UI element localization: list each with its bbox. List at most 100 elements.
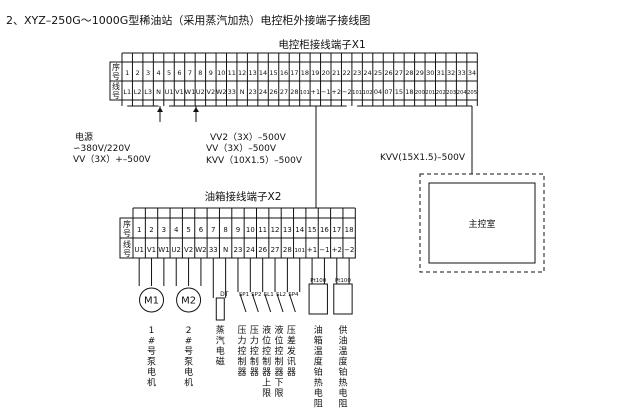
x1-seq-cell: 1 bbox=[125, 69, 129, 77]
label-dt: 蒸汽电磁 bbox=[216, 324, 225, 368]
x2-row-label-wire-2: 号 bbox=[123, 249, 131, 258]
x1-wire-cell: −1 bbox=[321, 88, 331, 96]
rtd-oil-tank-label: Pt100 bbox=[310, 278, 326, 284]
arrow-power bbox=[157, 107, 163, 112]
x1-seq-cell: 13 bbox=[248, 69, 256, 77]
x2-wire-cell: +2 bbox=[332, 246, 342, 254]
steam-valve-label: DT bbox=[220, 291, 229, 298]
x1-wire-cell: 202 bbox=[436, 90, 446, 96]
x1-wire-cell: 15 bbox=[395, 88, 403, 96]
x2-wire-cell: U2 bbox=[171, 246, 181, 254]
x1-wire-cell: 204 bbox=[457, 90, 468, 96]
x1-seq-cell: 18 bbox=[301, 69, 309, 77]
x2-seq-cell: 2 bbox=[149, 226, 153, 234]
x1-seq-cell: 12 bbox=[238, 69, 246, 77]
x1-wire-cell: V1 bbox=[175, 88, 184, 96]
x1-seq-cell: 3 bbox=[146, 69, 150, 77]
x1-wire-cell: 203 bbox=[446, 90, 456, 96]
motor-m2-symbol bbox=[176, 287, 202, 313]
x2-title: 油箱接线端子X2 bbox=[205, 190, 282, 203]
x1-wire-cell: 27 bbox=[280, 88, 288, 96]
switch-label-sp4: SP4 bbox=[288, 292, 299, 298]
x1-wire-cell: 101 bbox=[300, 90, 310, 96]
x2-wire-cell: 101 bbox=[294, 248, 305, 254]
switch-label-sl2: SL2 bbox=[276, 292, 286, 298]
x2-wire-cell: 26 bbox=[258, 246, 267, 254]
x2-wire-cell: 28 bbox=[283, 246, 292, 254]
x1-seq-cell: 16 bbox=[280, 69, 288, 77]
x1-seq-cell: 31 bbox=[437, 69, 445, 77]
x2-wire-cell: 23 bbox=[234, 246, 243, 254]
x1-title: 电控柜接线端子X1 bbox=[278, 38, 365, 51]
x1-wire-cell: 23 bbox=[248, 88, 256, 96]
label-pt2: 供油温度铂热电阻 bbox=[338, 324, 347, 410]
x1-seq-cell: 7 bbox=[188, 69, 192, 77]
switch-contact bbox=[239, 293, 247, 313]
x2-wire-cell: V2 bbox=[184, 246, 193, 254]
x2-wire-cell: 27 bbox=[271, 246, 280, 254]
x1-row-label-wire-2: 号 bbox=[112, 91, 120, 100]
cable-note-3: KVV（10X1.5）–500V bbox=[206, 155, 303, 166]
x1-seq-cell: 6 bbox=[177, 69, 181, 77]
switch-contact bbox=[264, 293, 272, 313]
x2-wire-cell: 33 bbox=[209, 246, 218, 254]
x2-seq-cell: 12 bbox=[271, 226, 280, 234]
x2-seq-cell: 4 bbox=[174, 226, 179, 234]
motor-m1-label: M1 bbox=[144, 296, 159, 307]
x2-seq-cell: 3 bbox=[162, 226, 166, 234]
x1-seq-cell: 27 bbox=[395, 69, 403, 77]
x2-seq-cell: 14 bbox=[295, 226, 304, 234]
x1-seq-cell: 26 bbox=[384, 69, 392, 77]
x1-seq-cell: 30 bbox=[426, 69, 434, 77]
x1-seq-cell: 5 bbox=[167, 69, 171, 77]
x2-seq-cell: 10 bbox=[246, 226, 255, 234]
label-sl1: 液位控制器上限 bbox=[262, 324, 271, 399]
x1-wire-cell: 04 bbox=[374, 88, 382, 96]
x1-seq-cell: 23 bbox=[353, 69, 361, 77]
x1-seq-cell: 25 bbox=[374, 69, 382, 77]
wires bbox=[127, 105, 473, 208]
power-note: 电源 ∽380V/220V VV（3X）+–500V bbox=[73, 131, 151, 165]
x2-seq-cell: 6 bbox=[199, 226, 204, 234]
control-room-label: 主控室 bbox=[468, 218, 495, 230]
x1-wire-cell: L1 bbox=[123, 88, 131, 96]
switch-contact bbox=[276, 293, 284, 313]
x1-wire-cell: 201 bbox=[425, 90, 435, 96]
steam-valve-symbol bbox=[215, 297, 225, 321]
x2-seq-cell: 13 bbox=[283, 226, 292, 234]
x1-seq-cell: 15 bbox=[269, 69, 277, 77]
x1-wire-cell: W2 bbox=[216, 88, 227, 96]
x2-row-label-seq: 序 bbox=[123, 219, 131, 229]
label-pt1: 油箱温度铂热电阻 bbox=[314, 324, 323, 410]
x1-wire-cell: 18 bbox=[405, 88, 413, 96]
switch-contact bbox=[251, 293, 259, 313]
arrow-left-power bbox=[193, 107, 199, 112]
x2-wire-cell: +1 bbox=[307, 246, 317, 254]
control-room-outer bbox=[419, 173, 545, 273]
x1-seq-cell: 21 bbox=[332, 69, 340, 77]
x2-seq-cell: 8 bbox=[223, 226, 227, 234]
x1-wire-cell: −2 bbox=[342, 88, 352, 96]
x1-wire-cell: L2 bbox=[134, 88, 142, 96]
x1-wire-cell: U2 bbox=[196, 88, 205, 96]
x2-seq-cell: 7 bbox=[211, 226, 215, 234]
x1-wire-cell: V2 bbox=[207, 88, 216, 96]
x1-seq-cell: 28 bbox=[405, 69, 413, 77]
x2-seq-cell: 16 bbox=[320, 226, 329, 234]
switch-label-sp1: SP1 bbox=[239, 292, 249, 298]
x2-wire-cell: 24 bbox=[246, 246, 255, 254]
x1-wire-cell: 102 bbox=[363, 90, 373, 96]
power-cable: VV（3X）+–500V bbox=[73, 154, 151, 165]
x1-row-label-seq-2: 号 bbox=[112, 72, 120, 81]
motor-m2-label: M2 bbox=[181, 296, 196, 307]
x1-wire-cell: 101 bbox=[352, 90, 362, 96]
x1-seq-cell: 11 bbox=[228, 69, 236, 77]
label-sp4: 压差发讯器 bbox=[287, 325, 296, 378]
x2-wire-cell: W2 bbox=[195, 246, 206, 254]
x1-wire-cell: 205 bbox=[467, 90, 477, 96]
x1-wire-cell: +2 bbox=[331, 88, 341, 96]
